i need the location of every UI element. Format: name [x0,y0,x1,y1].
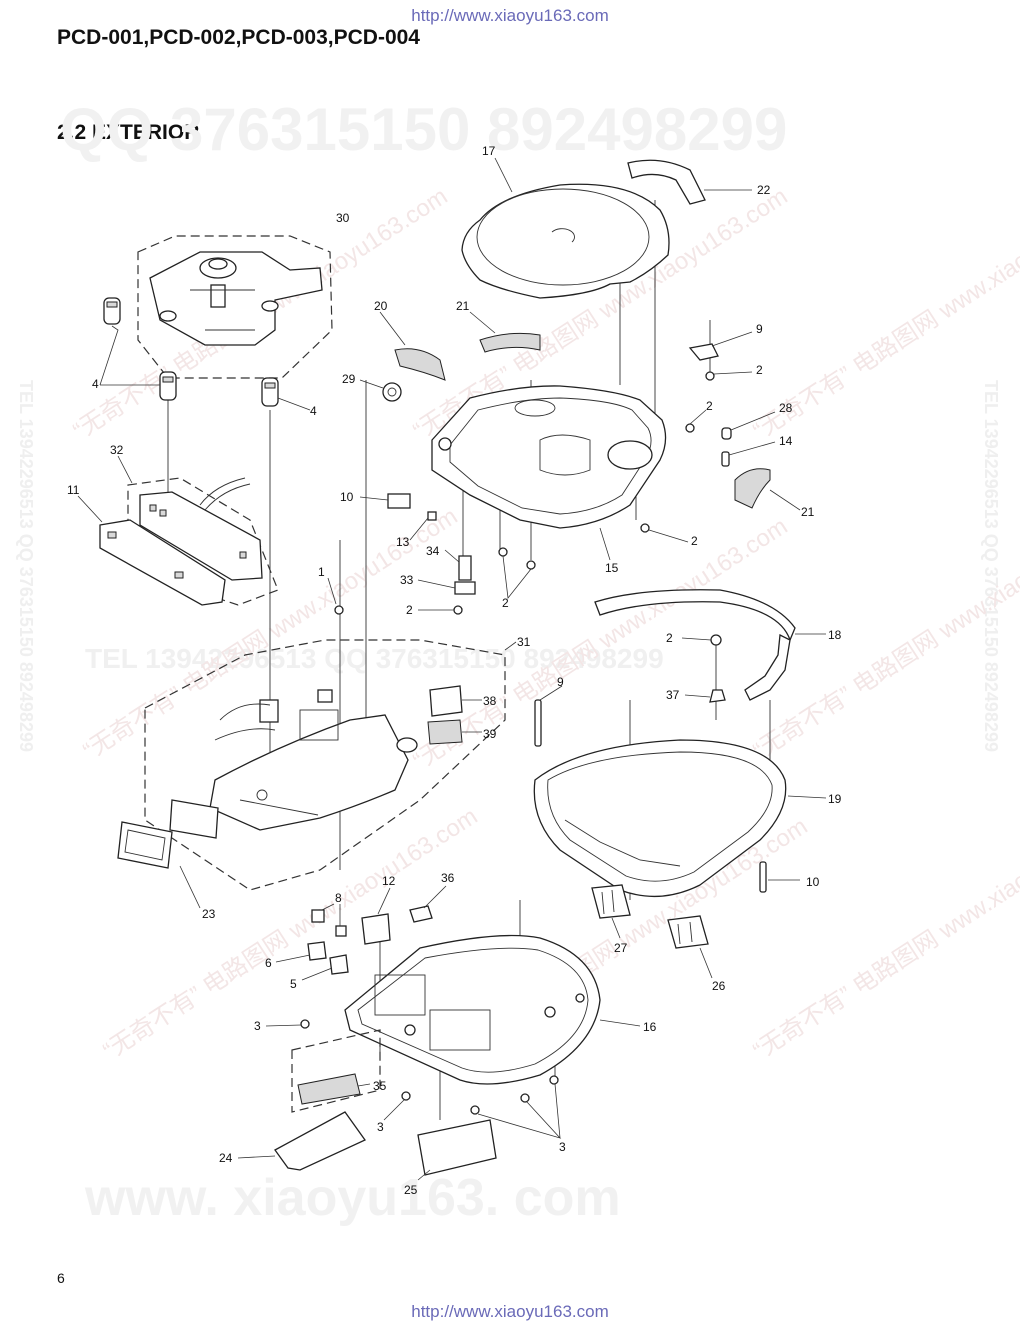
part-4-dampers [99,297,311,411]
callout-labels: 17 22 30 20 21 9 2 4 29 4 2 28 14 32 11 … [67,144,842,1197]
callout-2-e: 2 [406,603,413,617]
part-17-disc-lid [461,157,670,299]
callout-32: 32 [110,443,124,457]
callout-9-bottom: 10 [806,875,820,889]
page-number: 6 [57,1270,65,1286]
callout-11: 11 [67,483,80,497]
part-30-pickup-assembly [137,235,333,379]
callout-1: 1 [318,565,325,579]
callout-2-d: 2 [502,596,509,610]
parts-5-6-7-12-36 [275,885,447,981]
callout-4-left: 4 [92,377,99,391]
watermark-middle-line: TEL 13942296513 QQ 376315150 892498299 [85,643,664,674]
callout-35: 35 [373,1079,387,1093]
callout-39: 39 [483,727,497,741]
callout-3-left: 3 [254,1019,261,1033]
callout-12: 12 [382,874,396,888]
callout-31: 31 [517,635,531,649]
callout-21-right: 21 [801,505,815,519]
part-15-main-chassis [431,385,667,561]
part-23-label-window [117,799,219,909]
section-title: 2.2 EXTERIOR [57,121,200,144]
callout-7: 8 [335,891,342,905]
callout-5: 5 [290,977,297,991]
footer-url[interactable]: http://www.xiaoyu163.com [411,1302,609,1321]
parts-26-27-clips [591,884,713,979]
callout-13: 13 [396,535,410,549]
watermark-side-right: TEL 13942296513 QQ 376315150 892498299 [981,380,1001,752]
callout-2-b: 2 [706,399,713,413]
callout-19: 19 [828,792,842,806]
callout-22: 22 [757,183,771,197]
small-parts-left [327,379,536,615]
header-url[interactable]: http://www.xiaoyu163.com [411,6,609,25]
callout-14: 14 [779,434,793,448]
callout-26: 26 [712,979,726,993]
parts-24-25-35-covers [237,1029,497,1181]
callout-2-a: 2 [756,363,763,377]
callout-8: 9 [756,322,763,336]
callout-15: 15 [605,561,619,575]
callout-3-mid: 3 [377,1120,384,1134]
callout-24: 24 [219,1151,233,1165]
callout-25: 25 [404,1183,418,1197]
watermark-bottom-line: www. xiaoyu163. com [84,1169,621,1227]
part-18-side-frame [594,589,826,701]
callout-9-top: 9 [557,675,564,689]
callout-6: 6 [265,956,272,970]
callout-34: 34 [426,544,440,558]
part-31-main-pcb [144,639,517,891]
callout-33: 33 [400,573,414,587]
small-parts-right [640,331,776,543]
part-20-21-covers [379,311,801,511]
callout-17: 17 [482,144,496,158]
callout-38: 38 [483,694,497,708]
callout-2-f: 2 [666,631,673,645]
callout-3-right: 3 [559,1140,566,1154]
screws-3 [265,1019,562,1139]
callout-4-right: 4 [310,404,317,418]
model-numbers-title: PCD-001,PCD-002,PCD-003,PCD-004 [57,26,420,49]
watermark-side-left: TEL 13942296513 QQ 376315150 892498299 [16,380,36,752]
part-16-bottom-case [344,934,641,1085]
callout-21-top: 21 [456,299,470,313]
callout-29: 29 [342,372,356,386]
callout-18: 18 [828,628,842,642]
callout-27: 27 [614,941,628,955]
callout-2-c: 2 [691,534,698,548]
callout-20: 20 [374,299,388,313]
callout-16: 16 [643,1020,657,1034]
callout-28: 28 [779,401,793,415]
callout-30: 30 [336,211,350,225]
small-parts-mid-right [534,634,800,893]
part-19-lower-frame [533,739,827,898]
part-22-hinge-cover [627,159,752,205]
callout-10: 10 [340,490,354,504]
part-32-11-switch-boards [77,455,279,606]
watermark-top-line: QQ 376315150 892498299 [60,96,787,163]
callout-37: 37 [666,688,680,702]
callout-23: 23 [202,907,216,921]
callout-36: 36 [441,871,455,885]
